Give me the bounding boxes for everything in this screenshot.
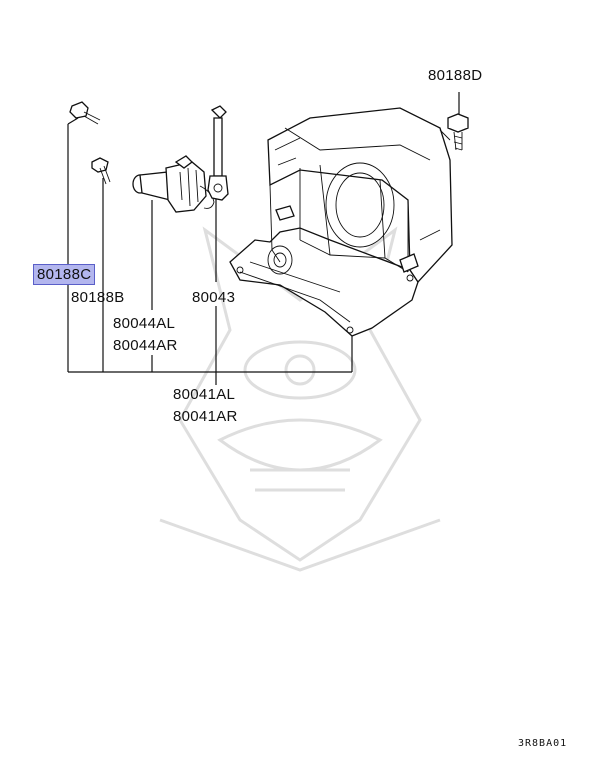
label-80044ar: 80044AR: [113, 337, 178, 354]
motor-80044: [132, 155, 215, 213]
label-80044al: 80044AL: [113, 315, 176, 332]
bolt-80188d: [447, 113, 469, 151]
bolt-80188b: [91, 157, 111, 185]
diagram-code: 3R8BA01: [518, 738, 568, 749]
label-80041ar: 80041AR: [173, 408, 238, 425]
bolt-80188c: [69, 101, 101, 125]
label-80041al: 80041AL: [173, 386, 236, 403]
label-80188b: 80188B: [71, 289, 125, 306]
label-80043: 80043: [192, 289, 236, 306]
label-80188c[interactable]: 80188C: [33, 264, 96, 285]
link-rod-80043: [207, 105, 229, 201]
leader-lines: [67, 92, 460, 385]
label-80188d: 80188D: [428, 67, 483, 84]
bracket-frame-80041: [229, 107, 453, 337]
